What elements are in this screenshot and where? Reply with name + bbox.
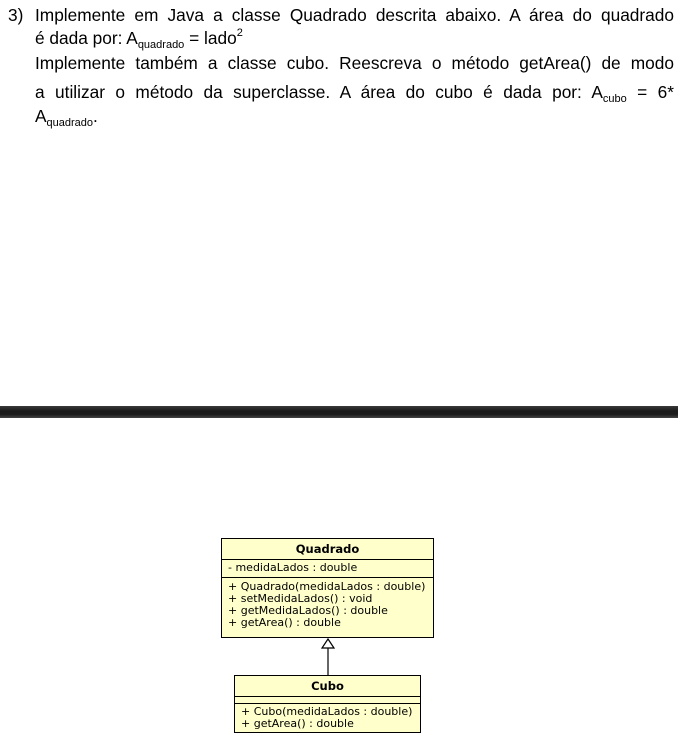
uml-method: + Cubo(medidaLados : double) (241, 705, 413, 718)
uml-methods: + Cubo(medidaLados : double) + getArea()… (235, 704, 420, 732)
uml-class-cubo: Cubo + Cubo(medidaLados : double) + getA… (234, 675, 421, 733)
inheritance-arrow (320, 637, 336, 675)
question-line-4: a utilizar o método da superclasse. A ár… (35, 82, 674, 105)
uml-class-name: Quadrado (222, 539, 433, 560)
question-line-1: Implemente em Java a classe Quadrado des… (35, 5, 674, 25)
uml-method: + setMedidaLados() : void (228, 592, 373, 605)
uml-methods: + Quadrado(medidaLados : double) + setMe… (222, 578, 433, 631)
question-line-2: é dada por: Aquadrado = lado2 (35, 27, 243, 51)
page-divider (0, 406, 678, 418)
uml-class-quadrado: Quadrado - medidaLados : double + Quadra… (221, 538, 434, 638)
inheritance-arrowhead (320, 637, 336, 649)
uml-class-name: Cubo (235, 676, 420, 697)
uml-method: + getMedidaLados() : double (228, 604, 388, 617)
question-number: 3) (8, 5, 24, 25)
uml-attribute: - medidaLados : double (228, 561, 358, 574)
question-line-3: Implemente também a classe cubo. Reescre… (35, 53, 674, 73)
uml-method: + getArea() : double (241, 717, 354, 730)
uml-method: + getArea() : double (228, 616, 341, 629)
question-line-5: Aquadrado. (35, 106, 98, 129)
uml-attributes: - medidaLados : double (222, 560, 433, 578)
uml-method: + Quadrado(medidaLados : double) (228, 580, 426, 593)
uml-attributes (235, 697, 420, 704)
